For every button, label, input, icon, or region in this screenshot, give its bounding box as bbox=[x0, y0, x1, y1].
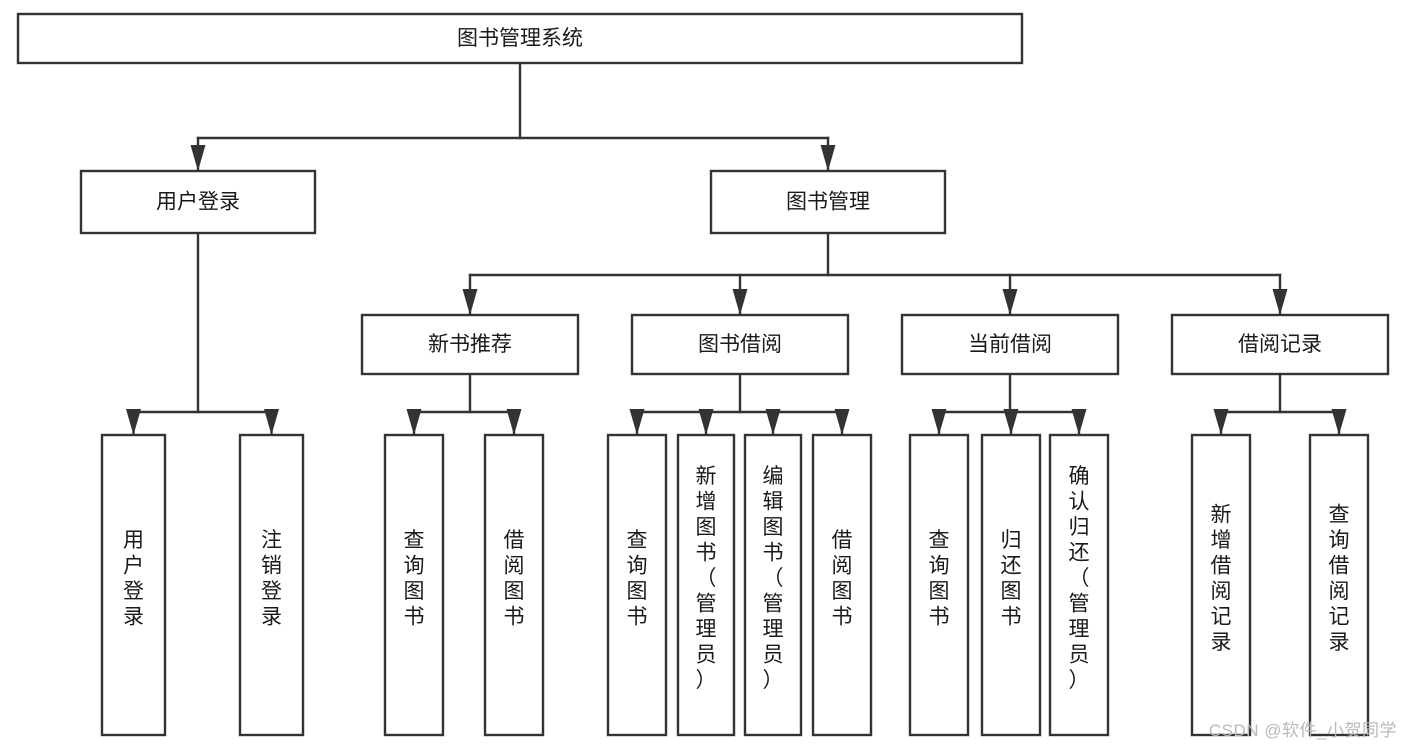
csdn-watermark: CSDN @软件_小贺同学 bbox=[1208, 721, 1397, 740]
connector-lines bbox=[126, 61, 1347, 435]
node-new-book-rec-box[interactable] bbox=[360, 313, 580, 376]
node-leaf-add-record-label: 新增借阅记录 bbox=[1211, 503, 1232, 654]
node-root-system-box[interactable] bbox=[16, 12, 1024, 65]
node-leaf-query-book-1-label: 查询图书 bbox=[404, 529, 425, 629]
node-leaf-user-login-box[interactable] bbox=[100, 433, 167, 737]
node-leaf-return-book-label: 归还图书 bbox=[1001, 529, 1022, 629]
node-leaf-query-record-box[interactable] bbox=[1308, 433, 1370, 737]
node-leaf-add-book-label: 新增图书（管理员） bbox=[696, 465, 717, 692]
node-borrow-record-box[interactable] bbox=[1170, 313, 1390, 376]
node-leaf-query-book-1-box[interactable] bbox=[383, 433, 445, 737]
node-leaf-borrow-book-2-box[interactable] bbox=[811, 433, 873, 737]
node-leaf-add-record-box[interactable] bbox=[1190, 433, 1252, 737]
node-leaf-user-login-label: 用户登录 bbox=[123, 529, 144, 629]
node-leaf-add-book-box[interactable] bbox=[676, 433, 736, 737]
node-leaf-query-book-3-box[interactable] bbox=[908, 433, 970, 737]
node-user-login-box[interactable] bbox=[79, 169, 317, 235]
node-leaf-borrow-book-2-label: 借阅图书 bbox=[832, 529, 853, 629]
node-leaf-confirm-return-box[interactable] bbox=[1048, 433, 1110, 737]
node-current-borrow-box[interactable] bbox=[900, 313, 1120, 376]
node-new-book-rec-label: 新书推荐 bbox=[428, 333, 512, 356]
node-leaf-query-book-2-box[interactable] bbox=[606, 433, 668, 737]
node-book-borrow-label: 图书借阅 bbox=[698, 333, 782, 356]
node-current-borrow-label: 当前借阅 bbox=[968, 333, 1052, 356]
node-book-manage-box[interactable] bbox=[709, 169, 947, 235]
node-leaf-logout-box[interactable] bbox=[238, 433, 305, 737]
node-leaf-query-record-label: 查询借阅记录 bbox=[1329, 503, 1350, 654]
node-leaf-logout-label: 注销登录 bbox=[261, 529, 282, 629]
node-root-system-label: 图书管理系统 bbox=[457, 27, 583, 50]
node-boxes: 图书管理系统用户登录图书管理新书推荐图书借阅当前借阅借阅记录用户登录注销登录查询… bbox=[16, 12, 1390, 737]
node-book-borrow-box[interactable] bbox=[630, 313, 850, 376]
node-leaf-query-book-2-label: 查询图书 bbox=[627, 529, 648, 629]
node-user-login-label: 用户登录 bbox=[156, 191, 240, 214]
node-borrow-record-label: 借阅记录 bbox=[1238, 333, 1322, 356]
node-leaf-return-book-box[interactable] bbox=[980, 433, 1042, 737]
node-leaf-edit-book-box[interactable] bbox=[743, 433, 803, 737]
node-leaf-borrow-book-1-label: 借阅图书 bbox=[504, 529, 525, 629]
node-leaf-confirm-return-label: 确认归还（管理员） bbox=[1069, 465, 1090, 692]
node-leaf-borrow-book-1-box[interactable] bbox=[483, 433, 545, 737]
node-leaf-query-book-3-label: 查询图书 bbox=[929, 529, 950, 629]
node-leaf-edit-book-label: 编辑图书（管理员） bbox=[763, 465, 784, 692]
node-book-manage-label: 图书管理 bbox=[786, 191, 870, 214]
